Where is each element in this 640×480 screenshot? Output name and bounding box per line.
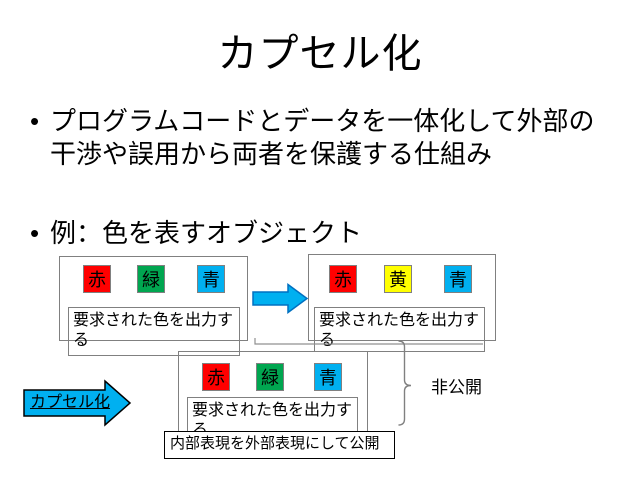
color-chip-blue: 青 [314,363,342,391]
bullet-marker: • [30,218,40,248]
encapsulate-arrow-label: カプセル化 [30,394,111,411]
output-caption-box-after: 要求された色を出力する [314,307,485,352]
color-chip-red: 赤 [202,363,230,391]
transform-arrow-icon [252,283,309,314]
bullet-text-1: プログラムコードとデータを一体化して外部の干渉や誤用から両者を保護する仕組み [50,106,595,169]
bullet-text-2: 例：色を表すオブジェクト [50,218,363,248]
color-chip-blue: 青 [444,265,472,293]
private-label: 非公開 [431,378,482,397]
color-chip-green: 緑 [256,363,284,391]
color-chip-yellow: 黄 [384,265,412,293]
bullet-item-1: • プログラムコードとデータを一体化して外部の干渉や誤用から両者を保護する仕組み [30,105,615,171]
bullet-item-2: • 例：色を表すオブジェクト [30,217,615,250]
output-caption-box-before: 要求された色を出力する [68,307,240,356]
slide-title: カプセル化 [217,32,423,76]
color-chip-green: 緑 [137,265,165,293]
bullet-marker: • [30,106,40,136]
color-chip-red: 赤 [329,265,357,293]
color-chip-blue: 青 [197,265,225,293]
color-object-box-before [59,256,248,341]
publish-caption-box: 内部表現を外部表現にして公開 [164,431,395,459]
private-brace-icon [398,340,412,426]
color-chip-red: 赤 [83,265,111,293]
